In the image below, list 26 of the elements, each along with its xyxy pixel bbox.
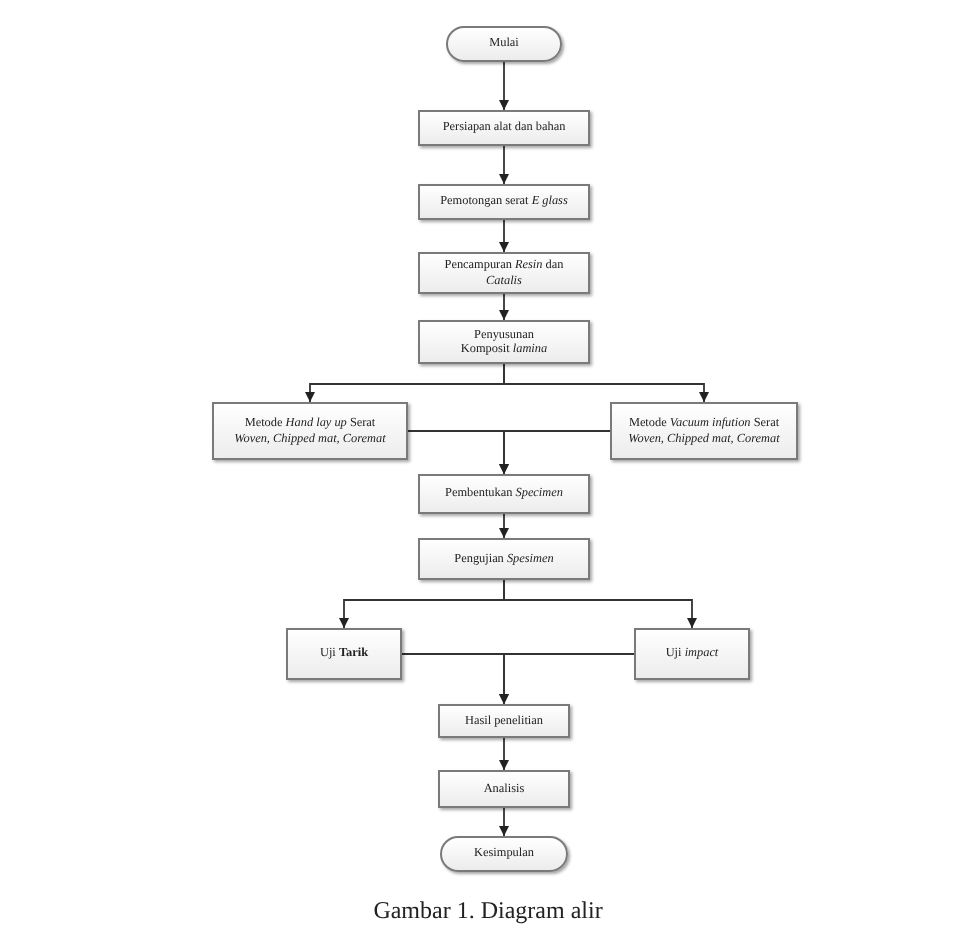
process-box xyxy=(610,402,798,460)
process-box xyxy=(438,770,570,808)
arrow xyxy=(499,737,509,771)
process-box xyxy=(418,184,590,220)
arrow xyxy=(499,807,509,837)
process-box xyxy=(418,110,590,146)
arrow xyxy=(503,579,697,629)
process-box xyxy=(418,320,590,364)
process-box xyxy=(418,474,590,514)
figure-caption: Gambar 1. Diagram alir xyxy=(373,896,603,924)
arrow xyxy=(499,653,635,705)
arrow xyxy=(503,363,709,403)
arrow xyxy=(499,293,509,321)
process-box xyxy=(634,628,750,680)
process-box xyxy=(286,628,402,680)
terminal-box xyxy=(446,26,562,62)
arrow xyxy=(499,513,509,539)
process-box xyxy=(418,252,590,294)
process-box xyxy=(438,704,570,738)
arrow xyxy=(499,145,509,185)
process-box xyxy=(418,538,590,580)
terminal-box xyxy=(440,836,568,872)
process-box xyxy=(212,402,408,460)
arrow xyxy=(499,430,611,475)
arrow xyxy=(499,61,509,111)
arrow xyxy=(499,219,509,253)
